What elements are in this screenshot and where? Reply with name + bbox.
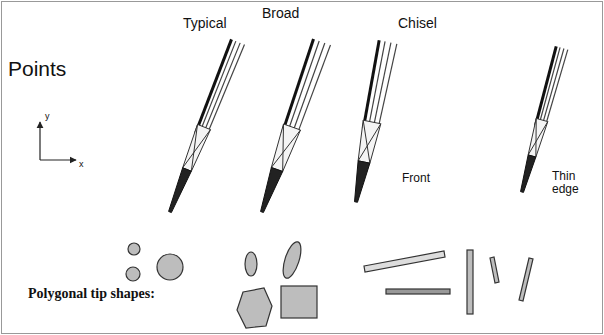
brush: [261, 39, 331, 212]
caption-label: Broad: [262, 6, 299, 21]
brushes: [169, 39, 568, 213]
caption-label: Typical: [183, 16, 227, 31]
section-label: Polygonal tip shapes:: [28, 286, 155, 301]
axis-label: y: [45, 112, 50, 122]
brush: [169, 39, 245, 212]
tip-shapes: [126, 240, 533, 328]
caption-label: Points: [8, 57, 66, 80]
brush: [355, 40, 397, 202]
axis-label: x: [79, 160, 84, 170]
caption-label: Thin edge: [552, 170, 586, 196]
axes: [40, 122, 76, 160]
caption-label: Chisel: [398, 16, 437, 31]
caption-label: Front: [402, 172, 430, 185]
